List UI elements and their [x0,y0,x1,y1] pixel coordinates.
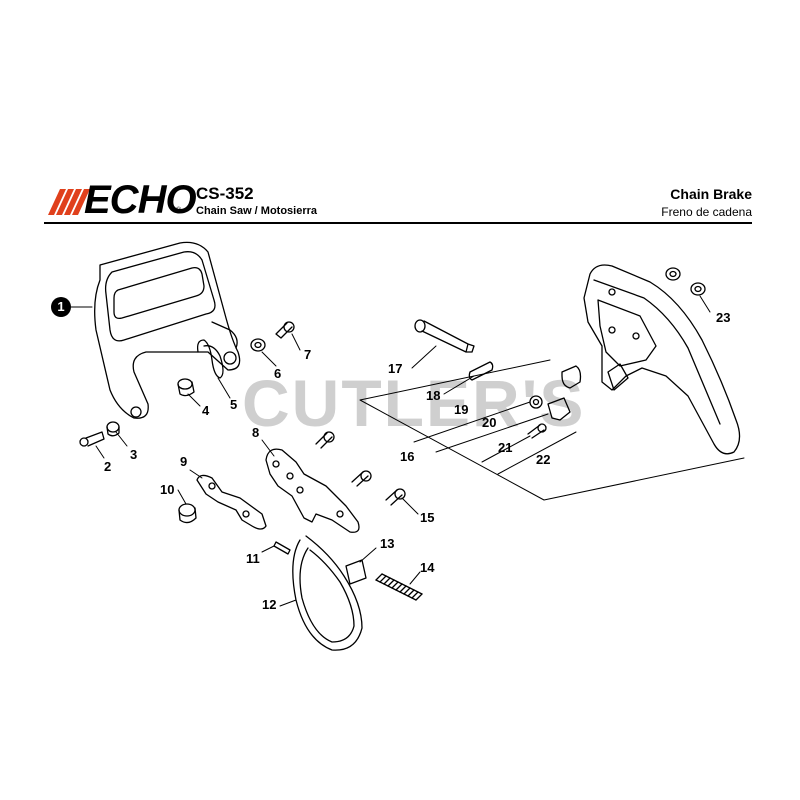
callout-21: 21 [498,440,513,455]
callout-17: 17 [388,361,403,376]
product-subtitle: Chain Saw / Motosierra [196,205,318,217]
bolt-15-part [385,488,406,506]
bolt-7-part [275,321,295,339]
washer-part [250,338,266,352]
callout-10: 10 [160,482,175,497]
callout-23: 23 [716,310,731,325]
collar-part [177,378,195,397]
callout-4: 4 [202,403,210,418]
callout-18: 18 [426,388,441,403]
section-title: Chain Brake [670,186,752,202]
callout-5: 5 [230,397,238,412]
callout-16: 16 [400,449,415,464]
callout-20: 20 [482,415,497,430]
callout-6: 6 [274,366,282,381]
callout-12: 12 [262,597,277,612]
callout-22: 22 [536,452,551,467]
gear-part [529,395,543,409]
assembly-bracket [359,359,745,501]
spring-part [375,573,423,601]
pin-part [273,541,291,555]
pivot-part [561,365,582,389]
brake-plate-part [265,448,360,533]
pin-18-part [468,361,494,381]
nut-23a-part [665,267,681,281]
screw-21-part [527,423,547,439]
long-bolt-part [414,319,475,353]
latch-part [547,397,571,421]
model-number: CS-352 [196,184,254,203]
block-part [345,559,367,585]
bolt-plate-a-part [315,431,335,449]
callout-9: 9 [180,454,188,469]
callout-1-badge: 1 [51,297,71,317]
clutch-cover-part [583,264,741,455]
callout-2: 2 [104,459,112,474]
brake-band-part [292,535,363,651]
hand-guard-part [94,241,241,419]
callout-14: 14 [420,560,435,575]
bolt-plate-b-part [351,470,372,487]
header-divider [44,222,752,224]
section-title-spanish: Freno de cadena [661,205,752,219]
callout-8: 8 [252,425,260,440]
nut-23b-part [690,282,706,296]
callout-13: 13 [380,536,395,551]
callout-19: 19 [454,402,469,417]
callout-3: 3 [130,447,138,462]
spring-clip-part [196,339,224,379]
brake-lever-part [196,474,267,530]
collar-10-part [178,503,197,524]
bolt-2-part [79,431,105,447]
brand-logo: ECHO [84,178,197,222]
leader-lines [70,295,711,607]
callout-15: 15 [420,510,435,525]
callout-11: 11 [246,551,260,566]
callout-7: 7 [304,347,312,362]
nut-3-part [106,421,120,437]
trademark-mark: ® [176,207,182,214]
